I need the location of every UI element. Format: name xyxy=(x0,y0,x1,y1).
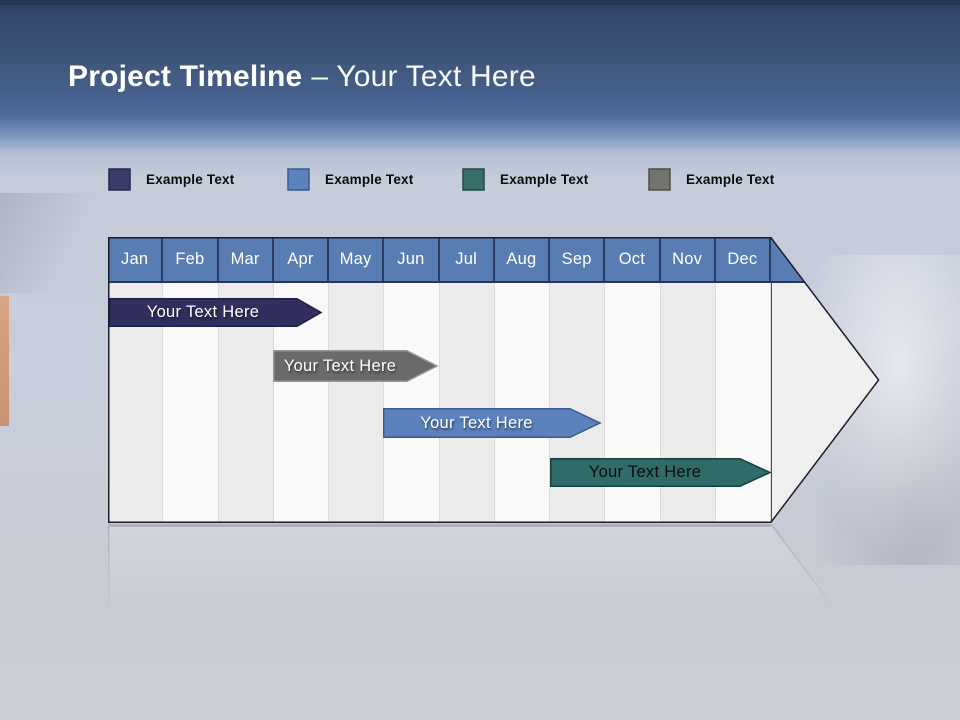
legend-label: Example Text xyxy=(500,171,589,187)
task-bar[interactable]: Your Text Here xyxy=(383,408,602,438)
task-bar-label: Your Text Here xyxy=(420,414,533,432)
legend-item[interactable]: Example Text xyxy=(462,167,588,191)
month-column xyxy=(494,283,550,523)
month-cell[interactable]: Dec xyxy=(716,237,771,281)
page-title[interactable]: Project Timeline– Your Text Here xyxy=(68,60,536,94)
legend-item[interactable]: Example Text xyxy=(648,167,774,191)
timeline-chart: Jan Feb Mar Apr May Jun Jul Aug Sep Oct … xyxy=(108,237,880,524)
task-bar-label: Your Text Here xyxy=(283,357,397,375)
month-cell[interactable]: Aug xyxy=(495,237,550,281)
title-placeholder-text: – Your Text Here xyxy=(311,60,536,93)
month-cell[interactable]: Apr xyxy=(274,237,329,281)
top-edge-strip xyxy=(0,0,960,5)
legend-swatch-icon xyxy=(648,167,671,191)
legend-swatch-icon xyxy=(462,167,485,191)
legend-swatch-icon xyxy=(108,167,131,191)
task-bar[interactable]: Your Text Here xyxy=(273,350,439,382)
legend-label: Example Text xyxy=(325,171,414,187)
legend-label: Example Text xyxy=(686,171,775,187)
background-truck-orange xyxy=(0,296,9,426)
month-cell[interactable]: Jul xyxy=(440,237,495,281)
month-cell[interactable]: Oct xyxy=(605,237,661,281)
month-column xyxy=(329,283,385,523)
legend-item[interactable]: Example Text xyxy=(108,167,234,191)
task-bar[interactable]: Your Text Here xyxy=(109,298,323,327)
background-photo-streak xyxy=(0,193,120,293)
task-arrow-shape xyxy=(383,408,602,438)
month-cell[interactable]: Jun xyxy=(384,237,440,281)
month-cell[interactable]: Nov xyxy=(661,237,716,281)
task-bar-label: Your Text Here xyxy=(146,303,260,321)
december-divider-line xyxy=(770,283,772,523)
month-cell[interactable]: Jan xyxy=(108,237,164,281)
legend-label: Example Text xyxy=(146,171,235,187)
task-arrow-shape xyxy=(550,458,772,487)
title-bold-text: Project Timeline xyxy=(68,60,303,93)
month-cell[interactable]: Mar xyxy=(219,237,274,281)
task-arrow-shape xyxy=(109,298,323,327)
chart-reflection xyxy=(108,524,847,625)
task-arrow-shape xyxy=(273,350,439,382)
month-cell[interactable]: May xyxy=(329,237,385,281)
month-cell[interactable]: Feb xyxy=(163,237,219,281)
month-column xyxy=(384,283,440,523)
month-column xyxy=(439,283,495,523)
task-bar[interactable]: Your Text Here xyxy=(550,458,772,487)
chart-outline xyxy=(108,237,880,523)
legend-item[interactable]: Example Text xyxy=(287,167,413,191)
month-header-row: Jan Feb Mar Apr May Jun Jul Aug Sep Oct … xyxy=(108,237,879,283)
month-cell[interactable]: Sep xyxy=(550,237,606,281)
legend-swatch-icon xyxy=(287,167,310,191)
task-bar-label: Your Text Here xyxy=(588,463,702,481)
